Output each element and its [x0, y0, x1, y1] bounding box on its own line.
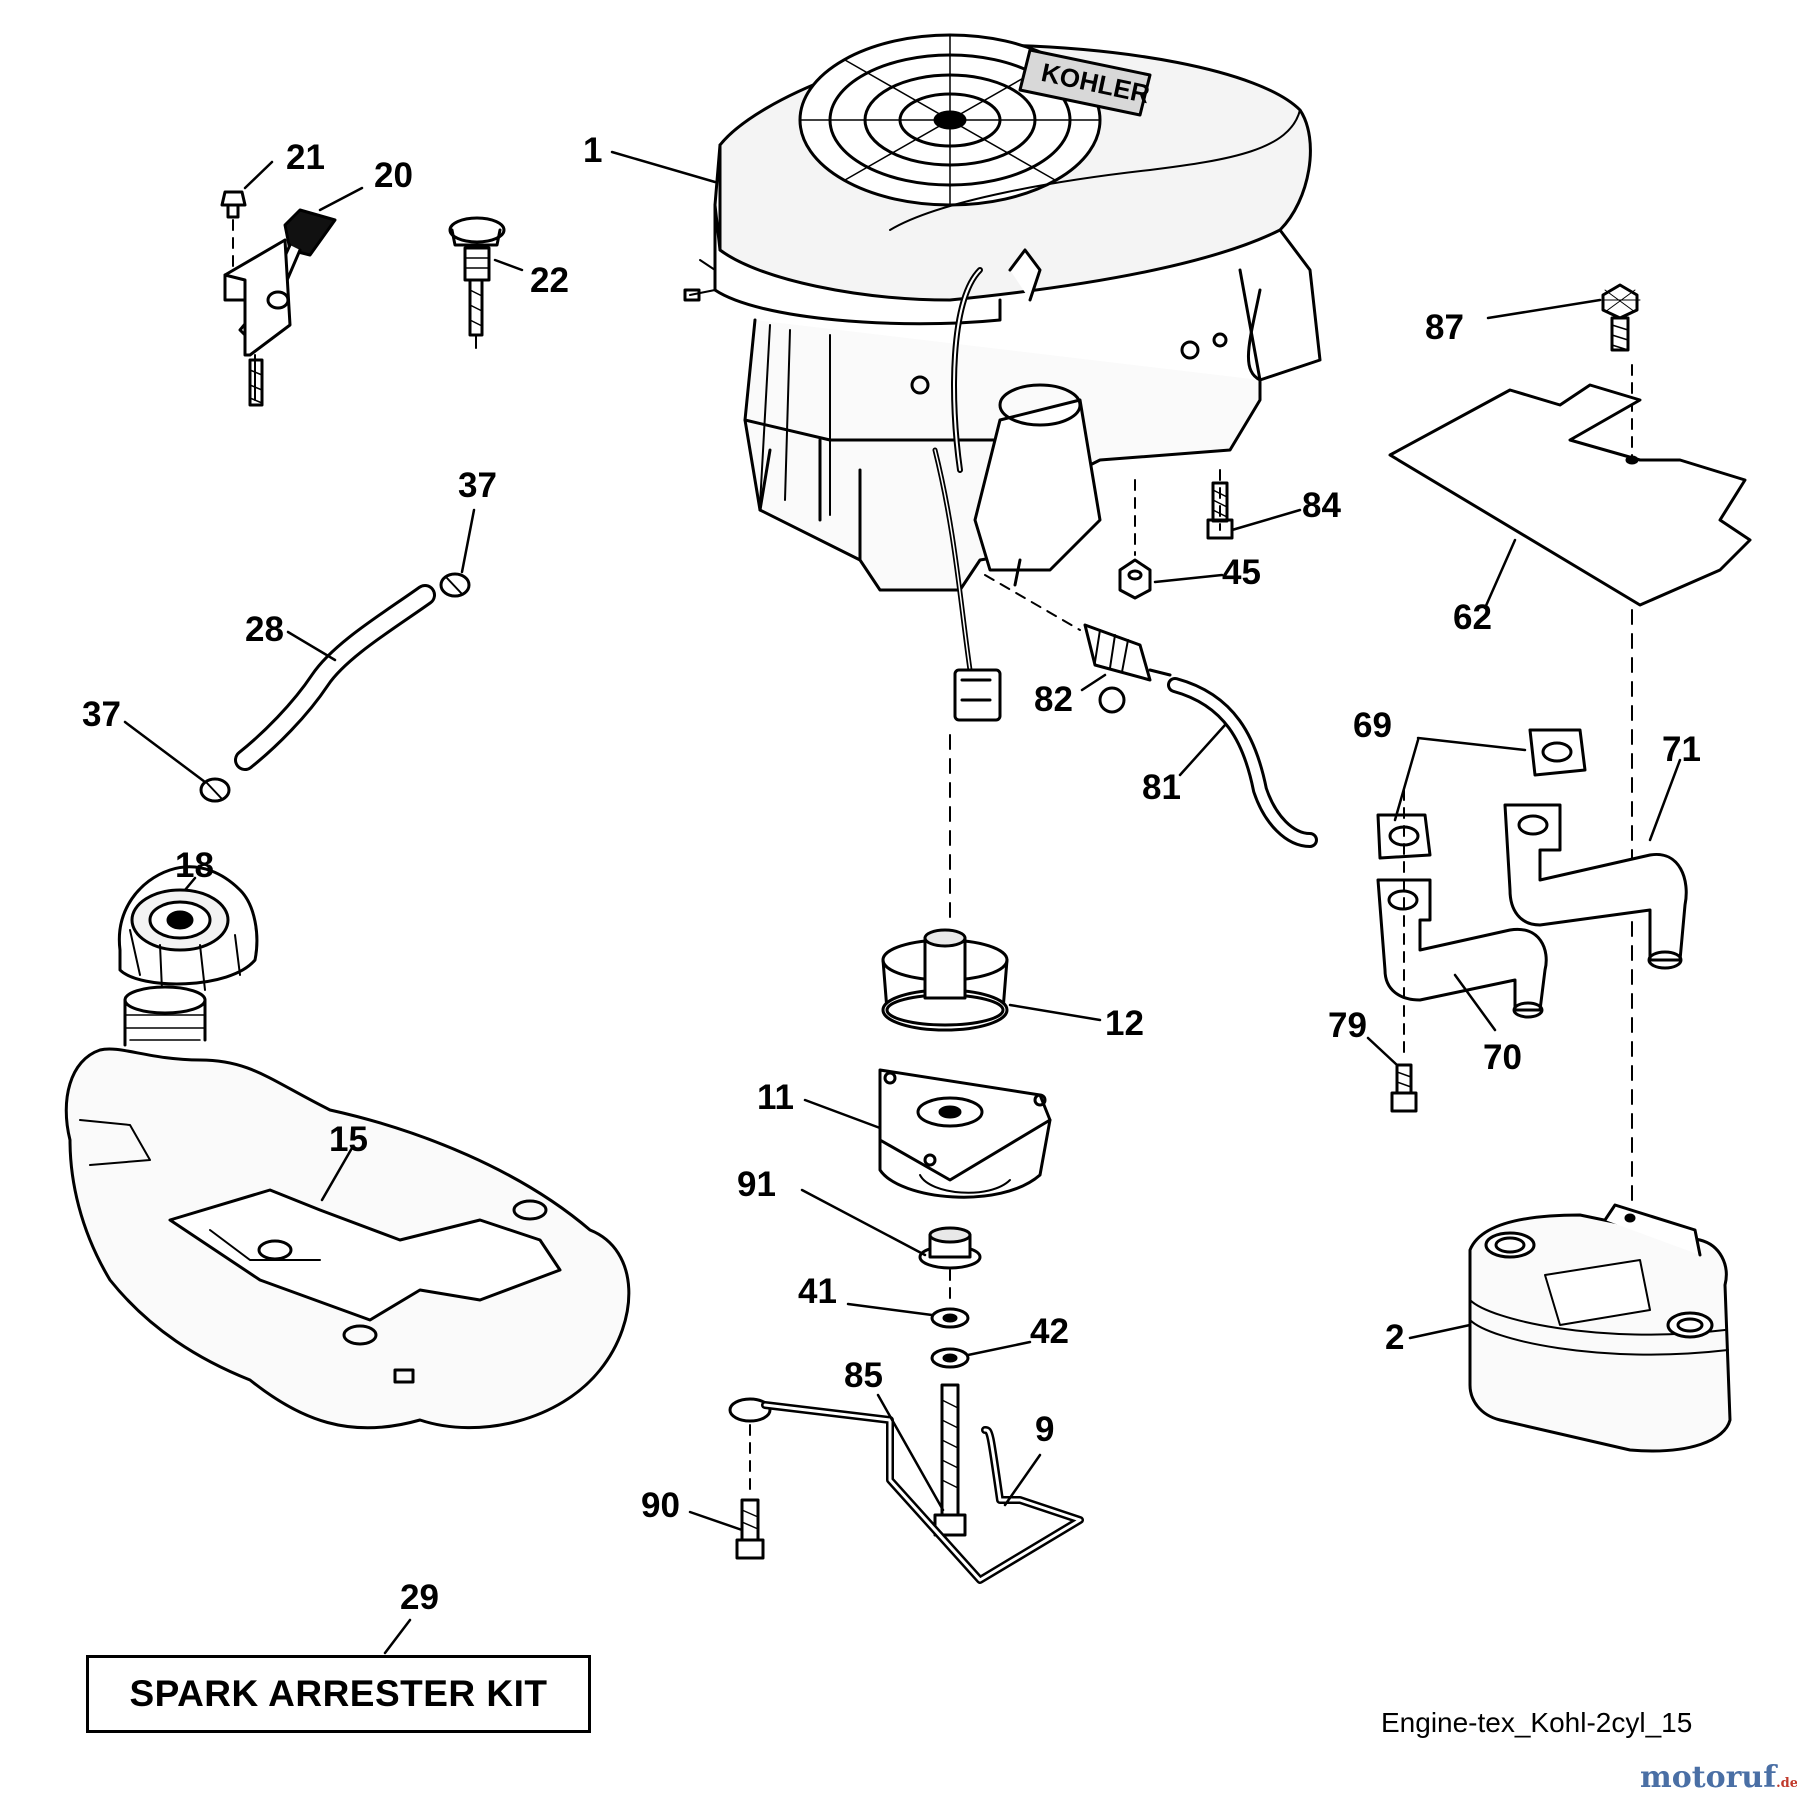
- callout-37a: 37: [458, 466, 497, 505]
- part-79-bolt: [1390, 1063, 1418, 1113]
- leader-70: [1453, 973, 1497, 1032]
- part-9-bracket-rod: [728, 1397, 1084, 1584]
- part-28-hose: [234, 584, 436, 771]
- leader-29: [383, 1618, 412, 1655]
- callout-2: 2: [1385, 1318, 1405, 1357]
- leader-20: [318, 186, 364, 212]
- part-69-gasket-a: [1528, 728, 1587, 777]
- leader-18: [183, 876, 197, 892]
- callout-29: 29: [400, 1578, 439, 1617]
- part-11-pto-clutch: [878, 1068, 1052, 1199]
- leader-22: [493, 258, 524, 272]
- callout-22: 22: [530, 261, 569, 300]
- part-22-knob: [448, 216, 506, 349]
- callout-45: 45: [1222, 553, 1261, 592]
- callout-70: 70: [1483, 1038, 1522, 1077]
- leader-84: [1230, 508, 1302, 532]
- part-41-washer: [930, 1307, 970, 1329]
- leader-9: [1003, 1453, 1042, 1507]
- leader-15: [320, 1146, 354, 1202]
- engine: KOHLER: [683, 33, 1322, 722]
- leader-12: [1008, 1003, 1102, 1022]
- part-91-bushing: [918, 1226, 982, 1270]
- callout-9: 9: [1035, 1410, 1055, 1449]
- part-71-exhaust-elbow: [1503, 803, 1688, 970]
- callout-84: 84: [1302, 486, 1341, 525]
- leader-45: [1153, 573, 1224, 584]
- leader-11: [803, 1098, 882, 1130]
- leader-lines: [123, 150, 1682, 1655]
- callout-87: 87: [1425, 308, 1464, 347]
- leader-42: [966, 1340, 1032, 1357]
- leader-79: [1366, 1036, 1399, 1067]
- part-37-clamp-upper: [439, 572, 471, 598]
- callout-28: 28: [245, 610, 284, 649]
- leader-1: [610, 150, 717, 184]
- leader-28: [286, 630, 337, 662]
- watermark-text: motoruf: [1640, 1760, 1777, 1795]
- leader-90: [688, 1510, 744, 1532]
- callout-1: 1: [583, 131, 603, 170]
- leader-37b: [123, 720, 207, 784]
- leader-85: [876, 1393, 945, 1512]
- part-84-bolt: [1206, 469, 1234, 540]
- part-37-clamp-lower: [199, 777, 231, 803]
- leader-2: [1408, 1323, 1472, 1340]
- watermark-logo: motoruf.de: [1640, 1760, 1797, 1795]
- part-18-fuel-cap: [117, 865, 259, 991]
- part-82-sensor: [1083, 623, 1172, 714]
- callout-71: 71: [1662, 730, 1701, 769]
- callout-91: 91: [737, 1165, 776, 1204]
- leader-71: [1648, 758, 1682, 842]
- callout-15: 15: [329, 1120, 368, 1159]
- part-62-heat-shield: [1388, 383, 1752, 607]
- leader-41: [846, 1302, 934, 1317]
- spark-arrester-kit-label: SPARK ARRESTER KIT: [129, 1673, 548, 1714]
- callout-69: 69: [1353, 706, 1392, 745]
- part-70-exhaust-elbow: [1376, 878, 1548, 1019]
- callout-20: 20: [374, 156, 413, 195]
- part-85-bolt: [933, 1383, 967, 1537]
- part-90-bolt: [735, 1424, 765, 1560]
- callout-90: 90: [641, 1486, 680, 1525]
- leader-91: [800, 1188, 927, 1257]
- leader-21: [243, 160, 274, 190]
- part-12-pulley: [881, 928, 1009, 1032]
- callout-85: 85: [844, 1356, 883, 1395]
- watermark-suffix: .de: [1776, 1776, 1797, 1791]
- leader-62: [1483, 538, 1517, 610]
- leader-69a: [1416, 736, 1527, 752]
- callout-12: 12: [1105, 1004, 1144, 1043]
- leader-37a: [460, 508, 476, 574]
- callout-81: 81: [1142, 768, 1181, 807]
- spark-arrester-kit-box: SPARK ARRESTER KIT: [86, 1655, 591, 1733]
- leader-87: [1486, 298, 1602, 320]
- callout-37b: 37: [82, 695, 121, 734]
- callout-42: 42: [1030, 1312, 1069, 1351]
- part-2-muffler: [1468, 1203, 1732, 1453]
- leader-69b: [1393, 738, 1420, 822]
- callout-62: 62: [1453, 598, 1492, 637]
- part-21-screw: [220, 190, 247, 271]
- part-87-screw: [1599, 283, 1641, 461]
- callout-79: 79: [1328, 1006, 1367, 1045]
- leader-82: [1080, 673, 1107, 692]
- callout-41: 41: [798, 1272, 837, 1311]
- part-20-throttle-bracket: [223, 208, 337, 407]
- callout-18: 18: [175, 846, 214, 885]
- callout-82: 82: [1034, 680, 1073, 719]
- part-42-lockwasher: [930, 1347, 970, 1369]
- part-45-nut: [1118, 479, 1152, 600]
- part-81-hose: [1167, 677, 1318, 848]
- callout-21: 21: [286, 138, 325, 177]
- diagram-id-label: Engine-tex_Kohl-2cyl_15: [1381, 1707, 1693, 1738]
- leader-81: [1178, 723, 1227, 777]
- callout-11: 11: [757, 1078, 794, 1117]
- part-15-fuel-tank: [64, 985, 631, 1430]
